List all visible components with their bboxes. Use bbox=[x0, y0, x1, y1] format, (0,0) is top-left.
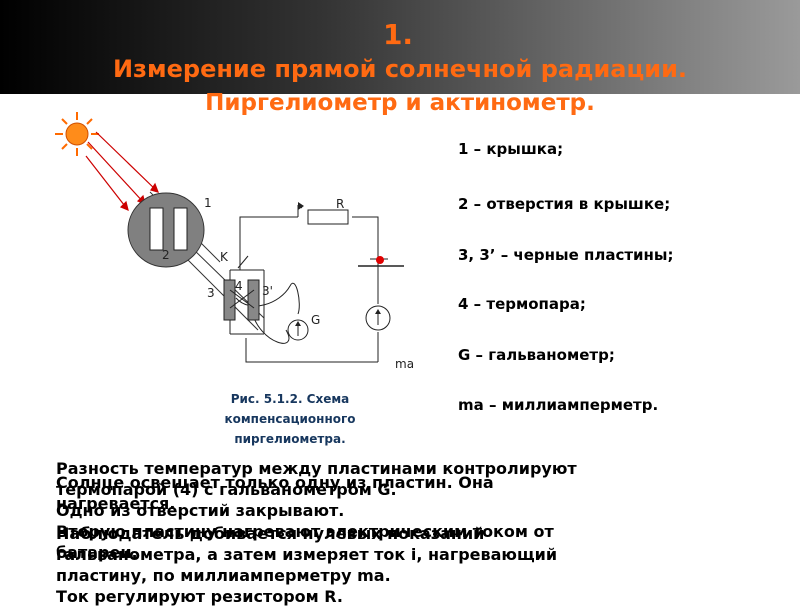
caption-line: компенсационного bbox=[224, 412, 356, 426]
paragraph-line: Ток регулируют резистором R. bbox=[56, 587, 343, 606]
black-plate-left bbox=[223, 279, 236, 321]
paragraph-line: Наблюдатель добивается нулевых показаний bbox=[56, 524, 485, 543]
paragraph-thermocouple: Разность температур между пластинами кон… bbox=[56, 458, 577, 500]
paragraph-line: Солнце освещает только одну из пластин. … bbox=[56, 473, 494, 492]
key-label: K bbox=[220, 250, 229, 264]
thermocouple bbox=[229, 289, 255, 309]
paragraph-line: термопарой (4) с гальванометром G. bbox=[56, 480, 397, 499]
paragraph-line: гальванометра, а затем измеряет ток i, н… bbox=[56, 545, 558, 564]
paragraph-line: нагревается. bbox=[56, 494, 176, 513]
galvanometer-label: G bbox=[311, 313, 320, 327]
caption-line: пиргелиометра. bbox=[234, 432, 346, 446]
title-bar: 1. Измерение прямой солнечной радиации. П… bbox=[0, 0, 800, 116]
sun-icon bbox=[55, 112, 99, 156]
plate-right-label: 3' bbox=[262, 284, 273, 298]
caption-line: Рис. 5.1.2. Схема bbox=[230, 392, 350, 406]
battery bbox=[358, 256, 404, 267]
legend-item-galvanometer: G – гальванометр; bbox=[458, 346, 615, 364]
legend-item-plates: 3, 3’ – черные пластины; bbox=[458, 246, 674, 264]
instrument-cover bbox=[127, 192, 205, 268]
thermocouple-label: 4 bbox=[235, 279, 243, 293]
milliammeter bbox=[365, 305, 391, 331]
resistor-label: R bbox=[336, 197, 344, 211]
paragraph-observer: Наблюдатель добивается нулевых показаний… bbox=[56, 523, 557, 607]
galvanometer bbox=[287, 319, 309, 341]
red-contact bbox=[376, 256, 384, 264]
sun-rays bbox=[85, 131, 159, 212]
key-switch bbox=[237, 255, 249, 269]
title-line-1: Измерение прямой солнечной радиации. bbox=[112, 55, 688, 83]
cover-label: 1 bbox=[204, 196, 212, 210]
paragraph-line: батареи. bbox=[56, 543, 138, 562]
paragraph-line: Разность температур между пластинами кон… bbox=[56, 459, 577, 478]
slide-title: 1. Измерение прямой солнечной радиации. П… bbox=[0, 18, 800, 120]
paragraph-line: пластину, по миллиамперметру ma. bbox=[56, 566, 391, 585]
legend-item-cover: 1 – крышка; bbox=[458, 140, 564, 158]
cover-opening-left bbox=[149, 207, 164, 251]
title-line-2: Пиргелиометр и актинометр. bbox=[205, 90, 595, 116]
plate-left-label: 3 bbox=[207, 286, 215, 300]
pyrheliometer-diagram: 1 2 R K 3 3' 4 bbox=[55, 112, 414, 371]
opening-label: 2 bbox=[162, 248, 170, 262]
figure-caption: Рис. 5.1.2. Схема компенсационного пирге… bbox=[195, 389, 385, 449]
legend-item-thermocouple: 4 – термопара; bbox=[458, 295, 586, 313]
resistor bbox=[297, 202, 349, 225]
legend-item-milliammeter: ma – миллиамперметр. bbox=[458, 396, 659, 414]
cover-opening-right bbox=[173, 207, 188, 251]
milliammeter-label: ma bbox=[395, 357, 414, 371]
title-number: 1. bbox=[382, 18, 414, 51]
paragraph-opening: Одно из отверстий закрывают. Вторую плас… bbox=[56, 500, 554, 563]
black-plate-right bbox=[247, 279, 260, 321]
paragraph-line: Одно из отверстий закрывают. bbox=[56, 501, 345, 520]
paragraph-sun: Солнце освещает только одну из пластин. … bbox=[56, 472, 494, 514]
paragraph-line: Вторую пластину нагревают электрическим … bbox=[56, 522, 554, 541]
legend-item-openings: 2 – отверстия в крышке; bbox=[458, 195, 671, 213]
